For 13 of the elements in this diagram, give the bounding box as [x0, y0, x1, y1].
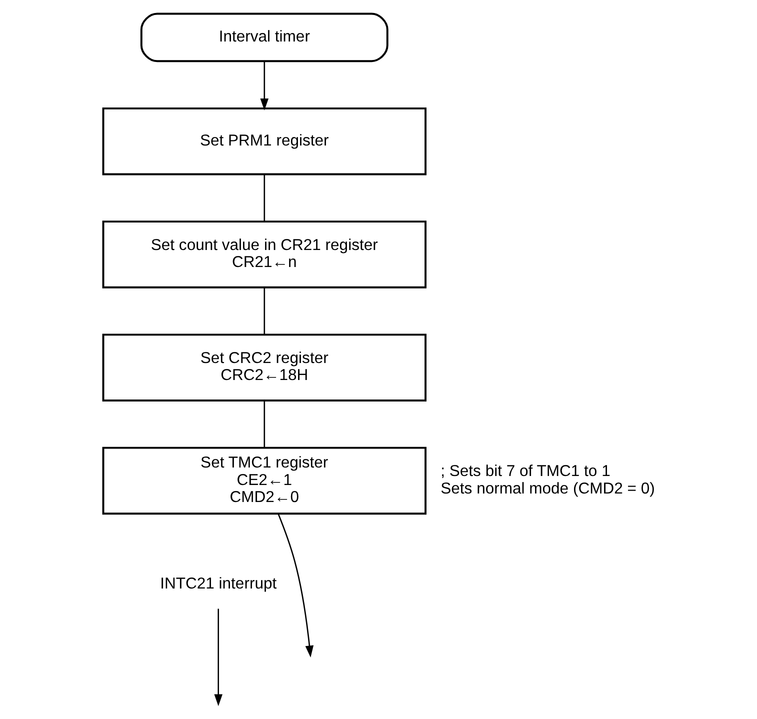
arrow: [278, 514, 314, 658]
connector: [264, 288, 266, 334]
connector: [264, 174, 266, 222]
node-text: INTC21 interrupt: [160, 576, 277, 593]
node-box: Interval timer: [140, 12, 388, 62]
arrow: [214, 608, 222, 706]
node-box: Set CRC2 register CRC2←18H: [102, 334, 427, 402]
node-box: Set PRM1 register: [102, 107, 427, 176]
node-box: Set TMC1 register CE2←1 CMD2←0: [102, 446, 427, 515]
node-box: Set count value in CR21 register CR21←n: [102, 220, 427, 288]
node-label: ; Sets bit 7 of TMC1 to 1 Sets normal mode (CMD2 = 0): [440, 463, 655, 498]
arrow: [260, 61, 269, 110]
connector: [264, 400, 266, 448]
